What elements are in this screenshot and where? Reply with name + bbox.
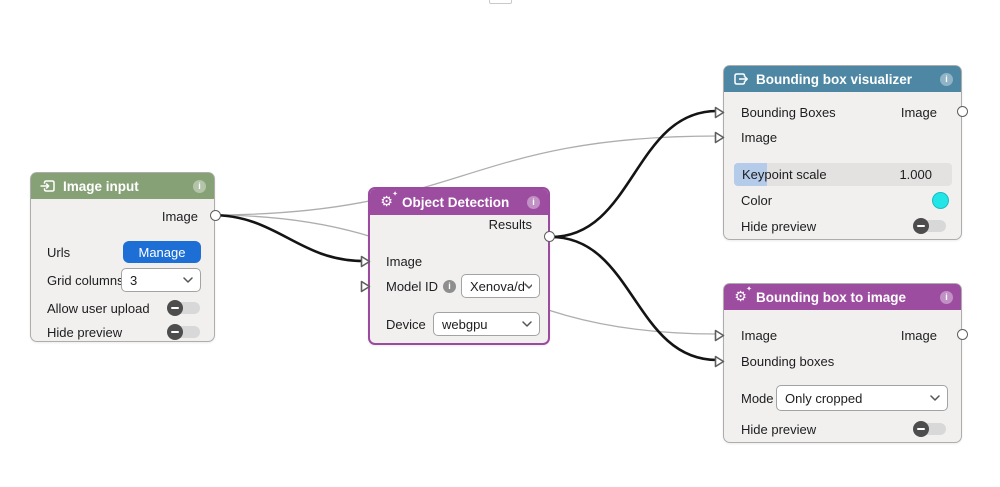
input-label: Image xyxy=(386,253,423,269)
color-swatch[interactable] xyxy=(932,192,949,209)
toggle-knob xyxy=(913,421,929,437)
node-bbox-visualizer-header[interactable]: Bounding box visualizer i xyxy=(724,66,961,92)
keypoint-scale-label: Keypoint scale xyxy=(742,167,827,182)
model-id-row: Model ID i xyxy=(370,273,548,299)
import-icon xyxy=(39,178,56,194)
output-row: Image xyxy=(31,203,214,229)
grid-columns-select[interactable]: 3 xyxy=(121,268,201,292)
node-bbox-visualizer[interactable]: Bounding box visualizer i Bounding Boxes… xyxy=(714,65,968,240)
mode-row: Mode xyxy=(724,384,961,412)
port-output-image[interactable] xyxy=(957,329,968,340)
keypoint-scale-value: 1.000 xyxy=(899,167,932,182)
chevron-down-icon xyxy=(930,395,940,401)
output-label: Results xyxy=(488,216,532,232)
grid-columns-label: Grid columns xyxy=(47,272,124,288)
hide-preview-label: Hide preview xyxy=(741,218,817,234)
device-select[interactable]: webgpu xyxy=(433,312,540,336)
bounding-boxes-row: Bounding boxes xyxy=(724,348,961,374)
image-image-row: Image Image xyxy=(724,322,961,348)
port-output-results[interactable] xyxy=(544,231,555,242)
input-label: Bounding Boxes xyxy=(741,104,836,120)
port-output-image[interactable] xyxy=(957,106,968,117)
device-label: Device xyxy=(386,316,426,332)
edge-imageinput-to-detection-image[interactable] xyxy=(210,213,365,263)
toggle-knob xyxy=(167,324,183,340)
node-bbox-to-image[interactable]: ⚙ ✦ Bounding box to image i Image Image … xyxy=(714,283,968,443)
gear-sparkle-icon: ⚙ ✦ xyxy=(734,285,752,305)
image-input-row: Image xyxy=(724,124,961,150)
hide-preview-toggle[interactable] xyxy=(913,218,946,234)
allow-upload-label: Allow user upload xyxy=(47,300,150,316)
port-input-image[interactable] xyxy=(714,131,725,144)
port-input-image[interactable] xyxy=(714,329,725,342)
hide-preview-row: Hide preview xyxy=(724,416,961,442)
chevron-down-icon xyxy=(524,283,532,289)
toggle-knob xyxy=(913,218,929,234)
urls-row: Urls xyxy=(31,239,214,265)
toolbar-button-partial[interactable] xyxy=(489,0,512,4)
node-title: Image input xyxy=(63,178,139,194)
input-label: Image xyxy=(741,327,778,343)
node-image-input[interactable]: Image input i Image Urls Manage Grid col… xyxy=(30,172,221,343)
color-row: Color xyxy=(724,187,961,213)
port-input-bounding-boxes[interactable] xyxy=(714,106,725,119)
image-input-row: Image xyxy=(370,248,548,274)
output-label: Image xyxy=(900,104,937,120)
keypoint-scale-field[interactable]: Keypoint scale 1.000 xyxy=(734,163,952,186)
port-output-image[interactable] xyxy=(210,210,221,221)
model-id-label: Model ID xyxy=(386,278,439,294)
hide-preview-toggle[interactable] xyxy=(167,324,200,340)
grid-columns-value: 3 xyxy=(130,272,138,288)
info-icon[interactable]: i xyxy=(527,195,540,209)
manage-button[interactable]: Manage xyxy=(123,241,201,263)
info-icon[interactable]: i xyxy=(193,179,206,193)
model-id-info-icon[interactable]: i xyxy=(443,279,457,293)
chevron-down-icon xyxy=(522,321,532,327)
node-title: Bounding box to image xyxy=(756,289,906,305)
edge-imageinput-to-visualizer-image[interactable] xyxy=(210,135,718,216)
device-row: Device xyxy=(370,311,548,337)
gear-sparkle-icon: ⚙ ✦ xyxy=(380,190,398,210)
mode-label: Mode xyxy=(741,390,774,406)
bboxes-image-row: Bounding Boxes Image xyxy=(724,99,961,125)
port-input-image[interactable] xyxy=(360,255,371,268)
grid-columns-row: Grid columns xyxy=(31,267,214,293)
node-object-detection-header[interactable]: ⚙ ✦ Object Detection i xyxy=(370,189,548,215)
edge-detection-to-boximage-bboxes[interactable] xyxy=(550,235,718,362)
port-input-bounding-boxes[interactable] xyxy=(714,355,725,368)
node-title: Object Detection xyxy=(402,194,510,210)
info-icon[interactable]: i xyxy=(940,72,953,86)
toggle-knob xyxy=(167,300,183,316)
hide-preview-label: Hide preview xyxy=(47,324,123,340)
mode-select[interactable]: Only cropped xyxy=(776,385,948,411)
slider-fill xyxy=(734,163,767,186)
urls-label: Urls xyxy=(47,244,71,260)
color-label: Color xyxy=(741,192,773,208)
port-input-model-id[interactable] xyxy=(360,280,371,293)
node-image-input-header[interactable]: Image input i xyxy=(31,173,214,199)
hide-preview-label: Hide preview xyxy=(741,421,817,437)
model-id-select[interactable]: Xenova/det xyxy=(461,274,540,298)
output-label: Image xyxy=(900,327,937,343)
info-icon[interactable]: i xyxy=(940,290,953,304)
hide-preview-row: Hide preview xyxy=(31,321,214,343)
allow-upload-row: Allow user upload xyxy=(31,297,214,319)
allow-upload-toggle[interactable] xyxy=(167,300,200,316)
mode-value: Only cropped xyxy=(785,390,863,406)
edge-detection-to-visualizer-bboxes[interactable] xyxy=(550,109,718,239)
results-row: Results xyxy=(370,211,548,237)
input-label: Bounding boxes xyxy=(741,353,835,369)
export-icon xyxy=(732,71,749,87)
node-object-detection[interactable]: ⚙ ✦ Object Detection i Results Image Mod… xyxy=(360,187,555,345)
node-bbox-to-image-header[interactable]: ⚙ ✦ Bounding box to image i xyxy=(724,284,961,310)
hide-preview-row: Hide preview xyxy=(724,213,961,239)
chevron-down-icon xyxy=(183,277,193,283)
hide-preview-toggle[interactable] xyxy=(913,421,946,437)
device-value: webgpu xyxy=(442,316,488,332)
node-title: Bounding box visualizer xyxy=(756,71,913,87)
input-label: Image xyxy=(741,129,778,145)
model-id-value: Xenova/det xyxy=(470,278,524,294)
output-label: Image xyxy=(161,208,198,224)
